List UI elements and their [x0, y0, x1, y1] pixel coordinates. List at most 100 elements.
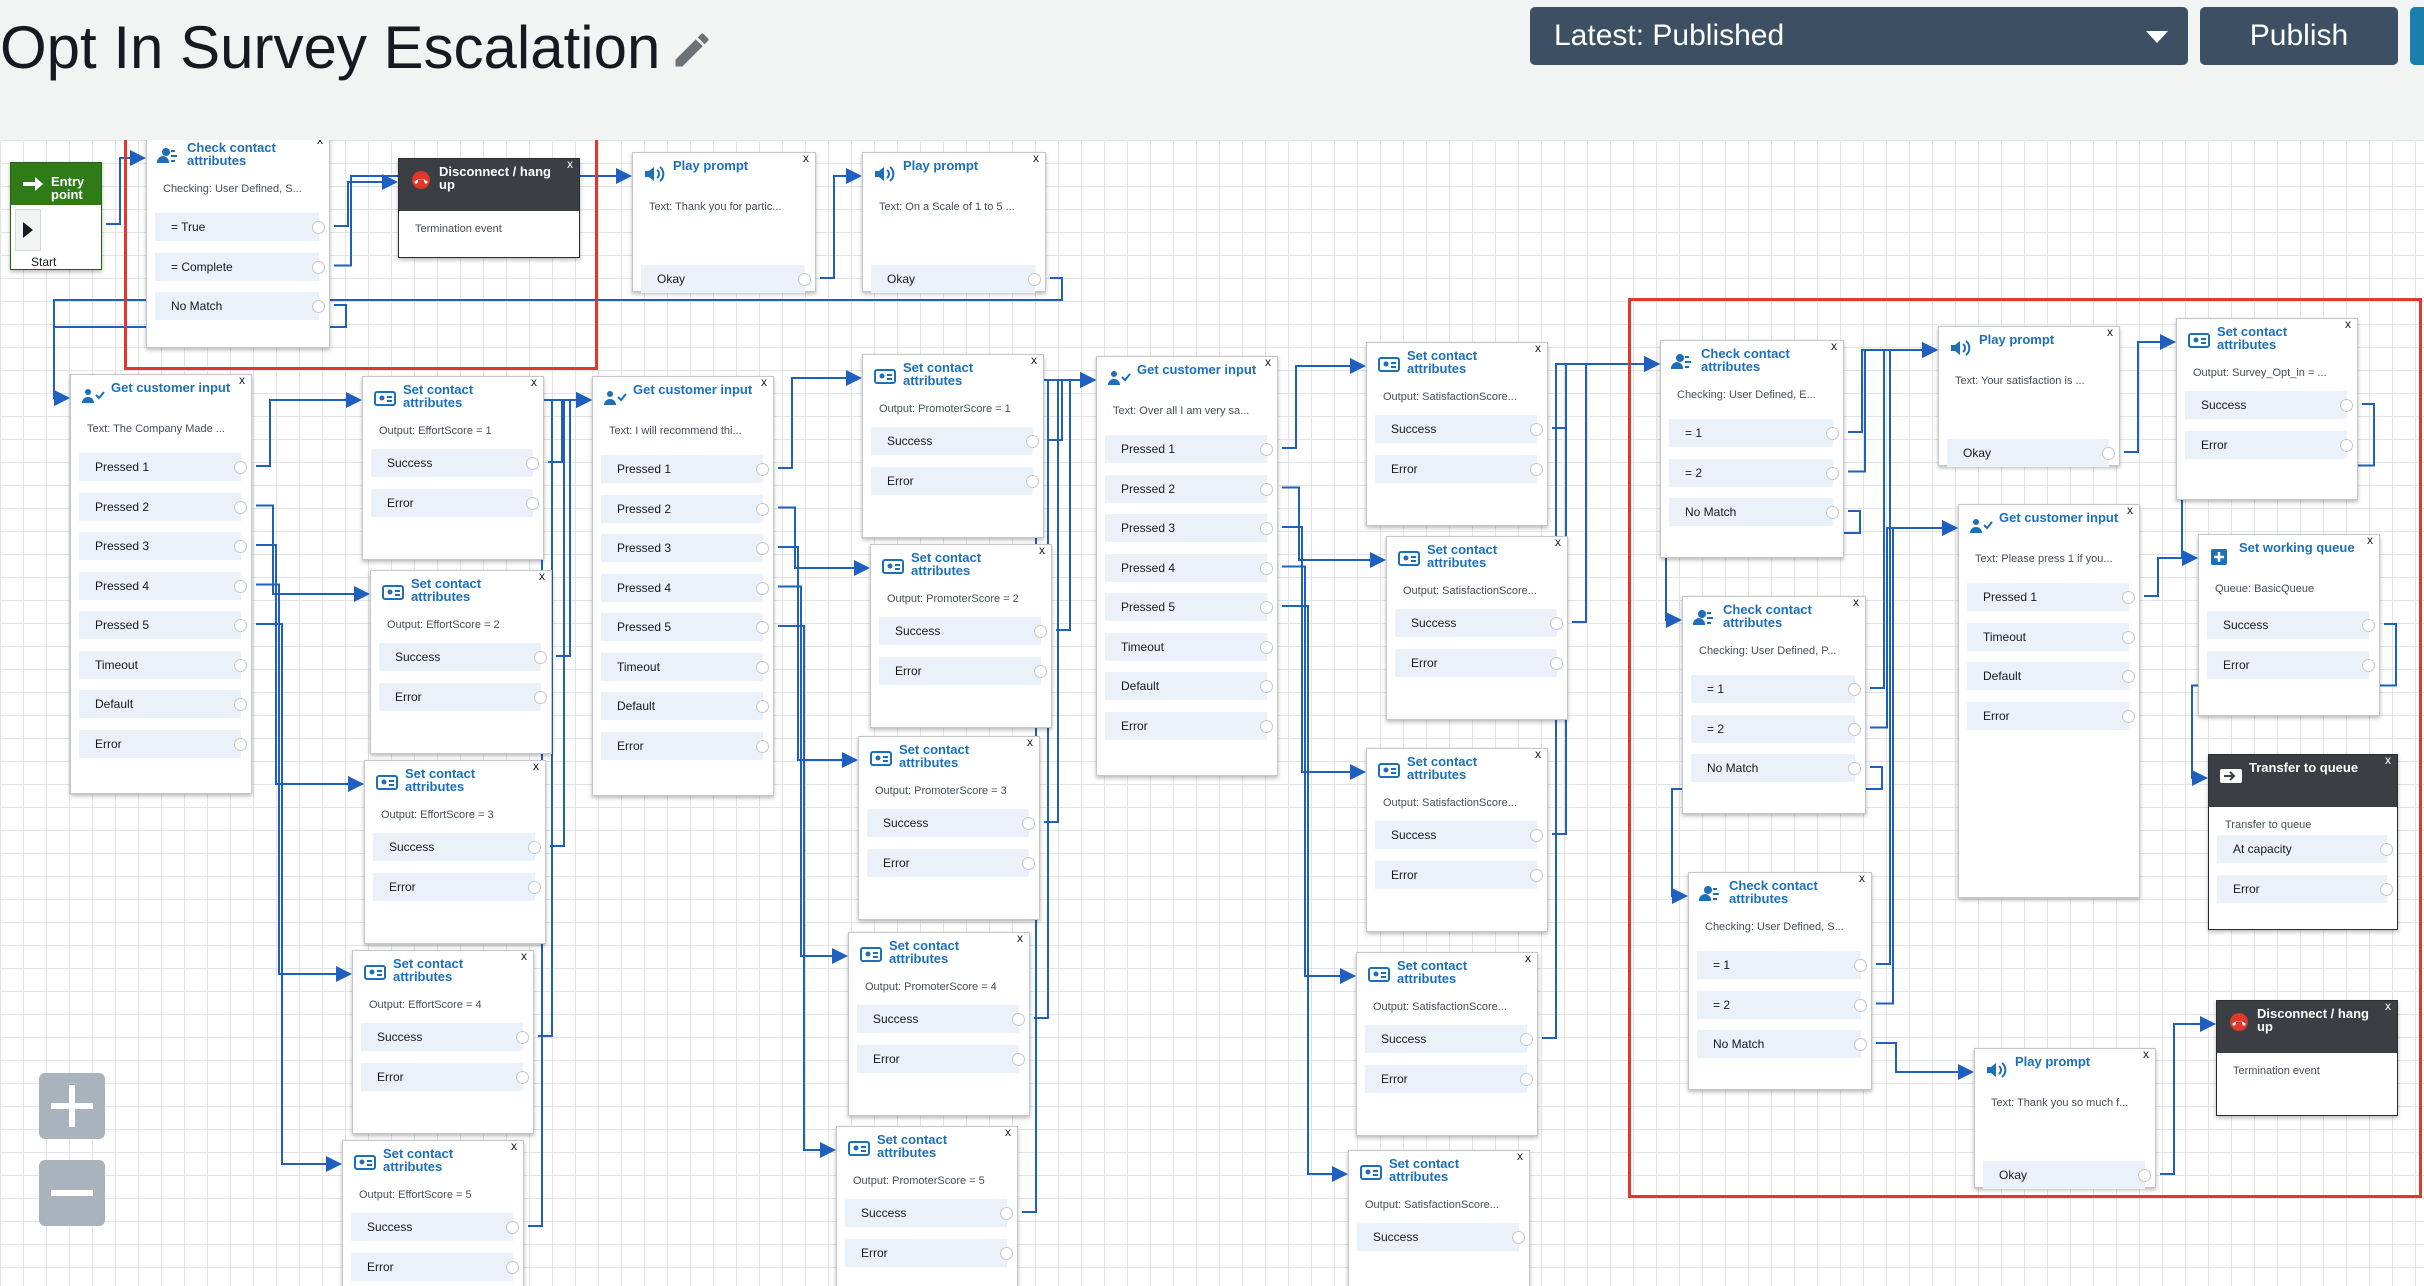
version-dropdown[interactable]: Latest: Published [1530, 7, 2188, 65]
close-icon[interactable]: x [1535, 341, 1541, 355]
connector-line[interactable] [1282, 486, 1386, 568]
branch-row[interactable]: Error [1375, 454, 1543, 483]
branch-row[interactable]: Error [1395, 648, 1563, 677]
branch-row[interactable]: Success [1357, 1223, 1525, 1251]
close-icon[interactable]: x [533, 759, 539, 773]
branch-row[interactable]: Okay [641, 265, 811, 293]
close-icon[interactable]: x [317, 140, 323, 147]
close-icon[interactable]: x [2385, 999, 2391, 1013]
branch-row[interactable]: = 2 [1669, 458, 1839, 487]
close-icon[interactable]: x [521, 949, 527, 963]
close-icon[interactable]: x [2367, 533, 2373, 547]
branch-row[interactable]: Okay [1983, 1161, 2151, 1189]
branch-row[interactable]: = 2 [1697, 990, 1867, 1019]
branch-row[interactable]: = 1 [1669, 419, 1839, 447]
branch-row[interactable]: = True [155, 213, 325, 241]
branch-row[interactable]: Pressed 3 [79, 532, 247, 560]
close-icon[interactable]: x [1831, 339, 1837, 353]
branch-row[interactable]: Pressed 2 [1105, 474, 1273, 503]
branch-row[interactable]: Error [1365, 1064, 1533, 1093]
close-icon[interactable]: x [567, 157, 573, 171]
connector-line[interactable] [334, 174, 398, 227]
branch-row[interactable]: Pressed 1 [601, 455, 769, 483]
close-icon[interactable]: x [1005, 1125, 1011, 1139]
branch-row[interactable]: Error [2207, 650, 2375, 679]
publish-button[interactable]: Publish [2200, 7, 2398, 65]
branch-row[interactable]: Error [867, 848, 1035, 877]
branch-row[interactable]: Success [2207, 611, 2375, 639]
close-icon[interactable]: x [761, 375, 767, 389]
close-icon[interactable]: x [2345, 317, 2351, 331]
branch-row[interactable]: Pressed 3 [601, 534, 769, 562]
branch-row[interactable]: Success [1365, 1025, 1533, 1053]
branch-row[interactable]: Pressed 1 [1105, 435, 1273, 463]
close-icon[interactable]: x [239, 373, 245, 387]
close-icon[interactable]: x [1525, 951, 1531, 965]
branch-row[interactable]: Pressed 4 [79, 571, 247, 600]
connector-line[interactable] [1876, 520, 1958, 1005]
branch-row[interactable]: Success [373, 833, 541, 861]
branch-row[interactable]: Error [2217, 874, 2393, 903]
branch-row[interactable]: Pressed 5 [1105, 593, 1273, 621]
branch-row[interactable]: Pressed 1 [79, 453, 247, 481]
connector-line[interactable] [1282, 526, 1366, 780]
connector-line[interactable] [1282, 358, 1366, 449]
close-icon[interactable]: x [2107, 325, 2113, 339]
close-icon[interactable]: x [2385, 753, 2391, 767]
branch-row[interactable]: Success [879, 617, 1047, 645]
connector-line[interactable] [778, 370, 862, 469]
branch-row[interactable]: = 1 [1691, 675, 1861, 703]
connector-line[interactable] [256, 544, 364, 792]
branch-row[interactable]: Default [601, 692, 769, 720]
branch-row[interactable]: Success [871, 427, 1039, 455]
branch-row[interactable]: Pressed 4 [601, 573, 769, 602]
connector-line[interactable] [1282, 565, 1356, 984]
branch-row[interactable]: Pressed 1 [1967, 583, 2135, 611]
branch-row[interactable]: Error [379, 682, 547, 711]
connector-line[interactable] [53, 277, 1063, 406]
branch-row[interactable]: Pressed 3 [1105, 514, 1273, 542]
connector-line[interactable] [1870, 342, 1938, 689]
branch-row[interactable]: Error [361, 1062, 529, 1091]
close-icon[interactable]: x [531, 375, 537, 389]
close-icon[interactable]: x [1859, 871, 1865, 885]
branch-row[interactable]: Success [2185, 391, 2353, 419]
close-icon[interactable]: x [1017, 931, 1023, 945]
connector-line[interactable] [778, 506, 870, 576]
branch-row[interactable]: Error [845, 1238, 1013, 1267]
close-icon[interactable]: x [539, 569, 545, 583]
connector-line[interactable] [1870, 520, 1958, 729]
branch-row[interactable]: Okay [1947, 439, 2115, 467]
branch-row[interactable]: Pressed 2 [79, 492, 247, 521]
close-icon[interactable]: x [1033, 151, 1039, 165]
close-icon[interactable]: x [1265, 355, 1271, 369]
overflow-button[interactable] [2410, 7, 2424, 65]
close-icon[interactable]: x [1853, 595, 1859, 609]
connector-line[interactable] [2144, 550, 2198, 597]
branch-row[interactable]: Success [379, 643, 547, 671]
connector-line[interactable] [256, 392, 362, 467]
branch-row[interactable]: No Match [1691, 754, 1861, 782]
branch-row[interactable]: Success [361, 1023, 529, 1051]
